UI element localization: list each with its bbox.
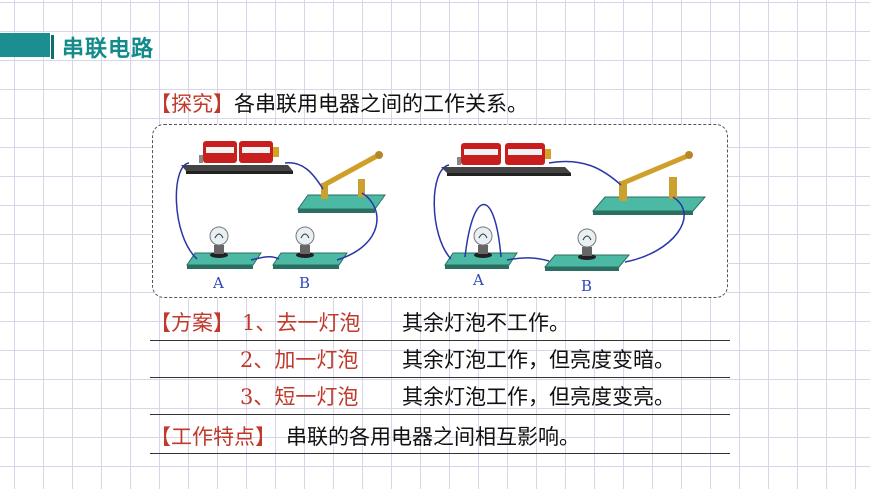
left-bulb-b <box>272 226 348 269</box>
right-circuit: A B <box>433 143 707 295</box>
left-circuit: A B <box>175 141 386 292</box>
plan-result-1: 其余灯泡不工作。 <box>402 311 570 335</box>
right-bulb-a <box>444 226 518 269</box>
page-title: 串联电路 <box>62 37 155 62</box>
intro-text: 各串联用电器之间的工作关系。 <box>234 92 528 116</box>
right-battery <box>441 143 571 176</box>
divider <box>150 377 730 378</box>
plan-tag: 【方案】 <box>150 311 234 335</box>
plan-action-1: 1、去一灯泡 <box>242 311 361 335</box>
divider <box>150 340 730 341</box>
feature-tag: 【工作特点】 <box>150 425 276 449</box>
left-switch <box>297 151 386 213</box>
intro-line: 【探究】各串联用电器之间的工作关系。 <box>150 88 528 118</box>
right-switch <box>591 151 707 215</box>
divider <box>150 414 730 415</box>
plan-action-3: 3、短一灯泡 <box>240 385 359 409</box>
left-bulb-a <box>186 226 262 269</box>
feature-text: 串联的各用电器之间相互影响。 <box>286 425 580 449</box>
plan-result-3: 其余灯泡工作，但亮度变亮。 <box>402 385 675 409</box>
intro-tag: 【探究】 <box>150 92 234 116</box>
plan-row-1: 【方案】 1、去一灯泡 <box>150 307 360 337</box>
left-label-a: A <box>212 274 224 292</box>
right-bulb-b <box>543 228 631 271</box>
feature-line: 【工作特点】串联的各用电器之间相互影响。 <box>150 421 580 451</box>
circuit-diagrams: A B <box>175 141 707 295</box>
divider <box>150 453 730 454</box>
plan-action-2: 2、加一灯泡 <box>240 348 359 372</box>
header-bar <box>0 33 50 57</box>
plan-result-2: 其余灯泡工作，但亮度变暗。 <box>402 348 675 372</box>
left-battery <box>181 141 293 174</box>
right-label-a: A <box>472 271 484 289</box>
right-label-b: B <box>581 277 592 295</box>
circuit-figure: A B <box>152 124 728 298</box>
left-label-b: B <box>299 274 310 292</box>
header-bar-shadow <box>0 35 54 59</box>
